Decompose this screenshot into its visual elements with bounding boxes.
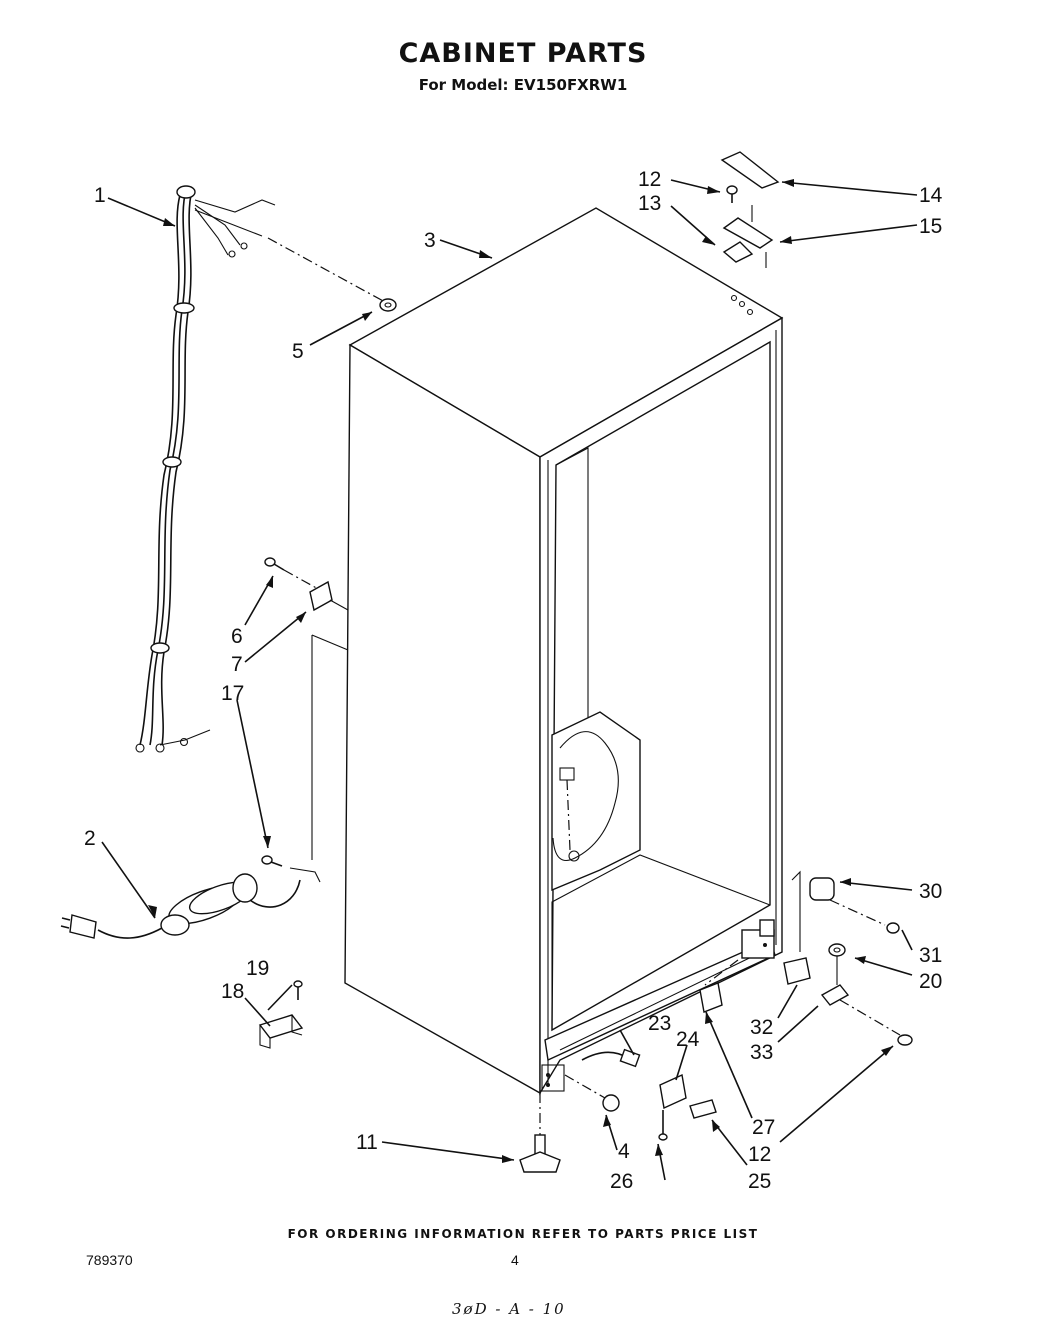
page-title: CABINET PARTS [398,38,648,69]
callout-12-top: 12 [638,168,661,191]
plug-button-part [564,1074,620,1112]
callout-7: 7 [231,653,243,676]
callout-17: 17 [221,682,244,705]
callout-1: 1 [94,184,106,207]
callout-2: 2 [84,827,96,850]
callout-19: 19 [246,957,269,980]
leveling-leg-part [519,1093,561,1173]
callout-14: 14 [919,184,943,207]
callout-27: 27 [752,1116,775,1139]
callout-12-bottom: 12 [748,1143,771,1166]
power-cord-assembly [60,855,321,939]
callout-4: 4 [618,1140,630,1163]
ordering-info-note: FOR ORDERING INFORMATION REFER TO PARTS … [287,1227,759,1241]
wire-harness [135,185,276,753]
handwritten-annotation: 3øD - A - 10 [452,1300,566,1318]
callout-26: 26 [610,1170,633,1193]
callout-20: 20 [919,970,942,993]
callout-32: 32 [750,1016,773,1039]
callout-18: 18 [221,980,244,1003]
callout-13: 13 [638,192,661,215]
callout-15: 15 [919,215,942,238]
callout-23: 23 [648,1012,671,1035]
callout-30: 30 [919,880,942,903]
callout-numbers: 1 2 3 4 5 6 7 11 12 12 13 14 15 17 18 19… [84,168,943,1193]
callout-25: 25 [748,1170,771,1193]
page-number: 4 [511,1252,519,1268]
wire-lead-part [581,1048,641,1068]
callout-11: 11 [356,1131,378,1154]
switch-housing-24-25-26 [658,1073,717,1141]
bracket-and-screw-18-19 [258,980,304,1049]
document-number: 789370 [86,1252,133,1268]
callout-3: 3 [424,229,436,252]
callout-24: 24 [676,1028,700,1051]
hinge-parts-top [720,151,780,268]
screw-and-bracket-6-7 [264,557,349,860]
callout-6: 6 [231,625,243,648]
callout-leaders [101,179,918,1181]
callout-31: 31 [919,944,942,967]
grommet-part [267,237,397,312]
callout-5: 5 [292,340,304,363]
model-subtitle: For Model: EV150FXRW1 [418,76,628,94]
hinge-parts-bottom [741,870,913,1046]
callout-33: 33 [750,1041,773,1064]
cabinet-body [344,207,784,1096]
switch-part-27 [699,959,739,1013]
